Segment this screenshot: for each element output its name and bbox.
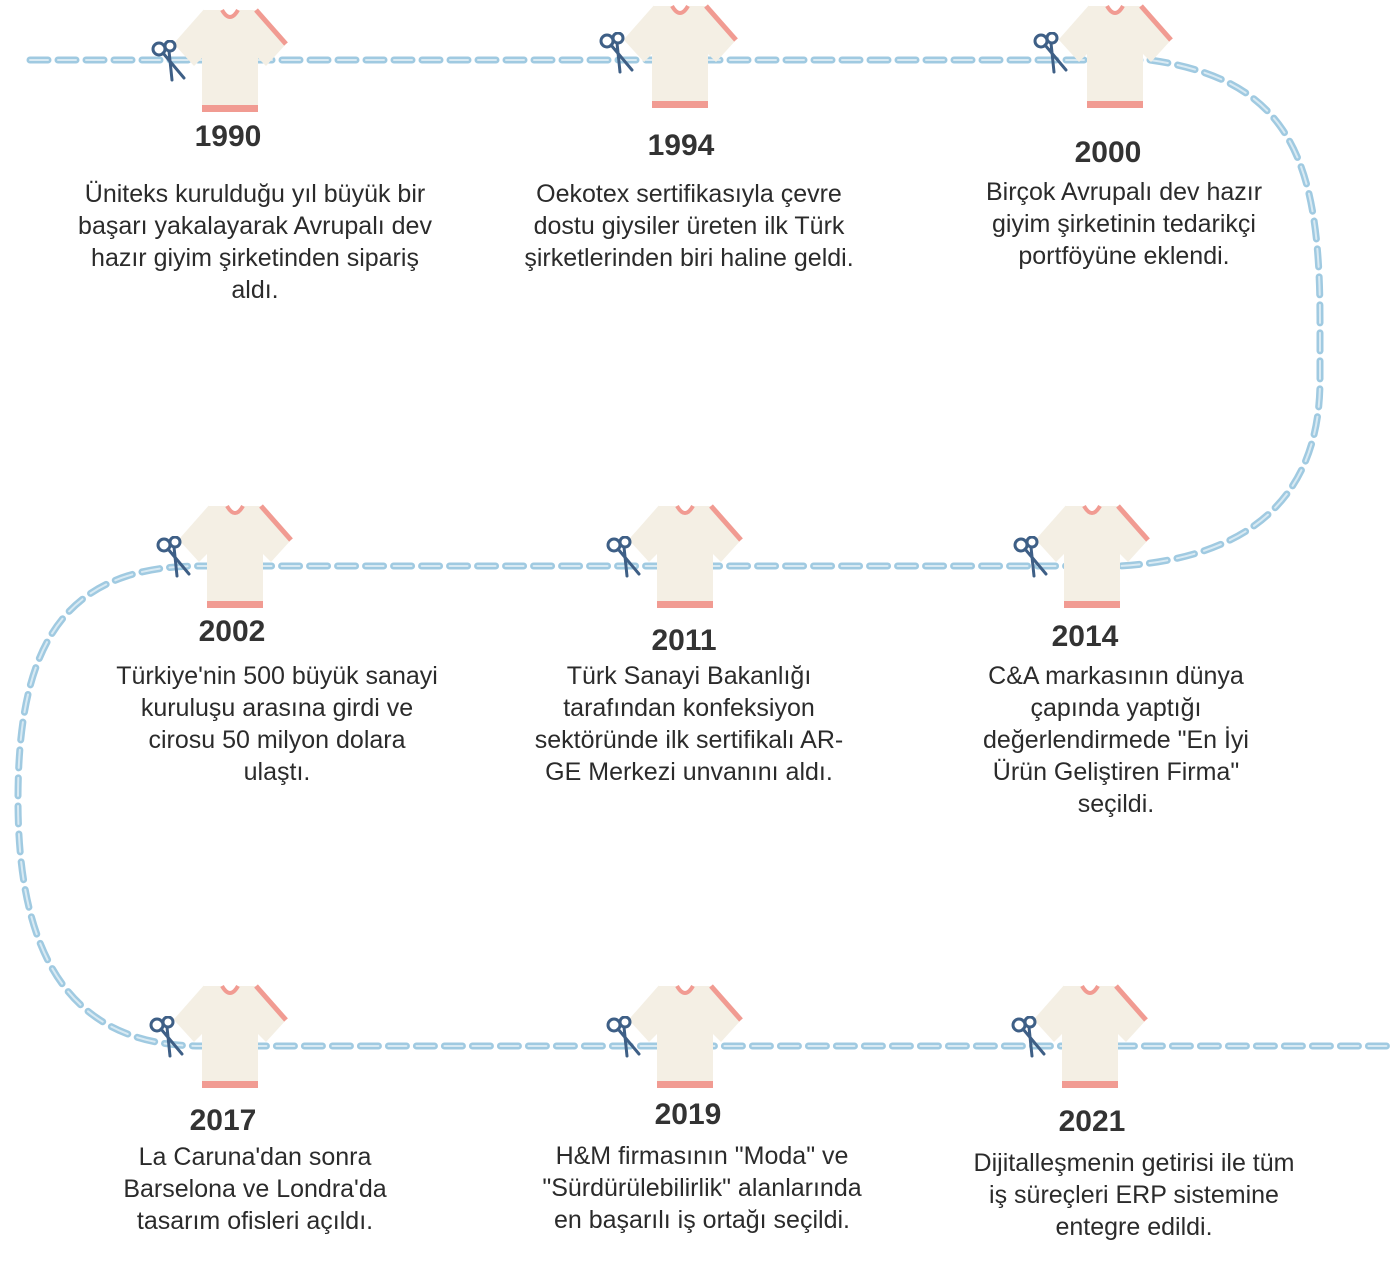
milestone-description: Birçok Avrupalı dev hazır giyim şirketin… [985, 178, 1263, 270]
scissors-icon [598, 31, 638, 79]
scissors-icon [155, 535, 195, 583]
tshirt-icon [1030, 980, 1150, 1092]
scissors-icon [150, 39, 190, 87]
milestone-year: 2019 [654, 1098, 722, 1131]
milestone-year: 1990 [194, 120, 262, 153]
milestone-description: Dijitalleşmenin getirisi ile tüm iş süre… [973, 1149, 1295, 1241]
milestone-description: La Caruna'dan sonra Barselona ve Londra'… [123, 1143, 387, 1235]
tshirt-icon [175, 500, 295, 612]
scissors-icon [1032, 31, 1072, 79]
milestone-description: C&A markasının dünya çapında yaptığı değ… [983, 662, 1249, 818]
milestone-description: H&M firmasının "Moda" ve "Sürdürülebilir… [542, 1142, 862, 1234]
milestone-description: Türk Sanayi Bakanlığı tarafından konfeks… [534, 662, 844, 786]
scissors-icon [605, 1015, 645, 1063]
milestone-year: 2000 [1074, 136, 1142, 169]
milestone-year: 2002 [198, 615, 266, 648]
scissors-icon [1010, 1015, 1050, 1063]
milestone-description: Oekotex sertifikasıyla çevre dostu giysi… [524, 180, 854, 272]
milestone-year: 2017 [189, 1104, 257, 1137]
milestone-year: 1994 [647, 129, 715, 162]
tshirt-icon [170, 4, 290, 116]
milestone-year: 2011 [651, 624, 717, 657]
tshirt-icon [625, 500, 745, 612]
tshirt-icon [170, 980, 290, 1092]
scissors-icon [1012, 535, 1052, 583]
tshirt-icon [1055, 0, 1175, 112]
tshirt-icon [1032, 500, 1152, 612]
milestone-year: 2014 [1051, 620, 1119, 653]
tshirt-icon [625, 980, 745, 1092]
milestone-description: Türkiye'nin 500 büyük sanayi kuruluşu ar… [116, 662, 438, 786]
scissors-icon [605, 535, 645, 583]
scissors-icon [148, 1015, 188, 1063]
milestone-description: Üniteks kurulduğu yıl büyük bir başarı y… [78, 180, 432, 304]
milestone-year: 2021 [1058, 1105, 1126, 1138]
tshirt-icon [620, 0, 740, 112]
